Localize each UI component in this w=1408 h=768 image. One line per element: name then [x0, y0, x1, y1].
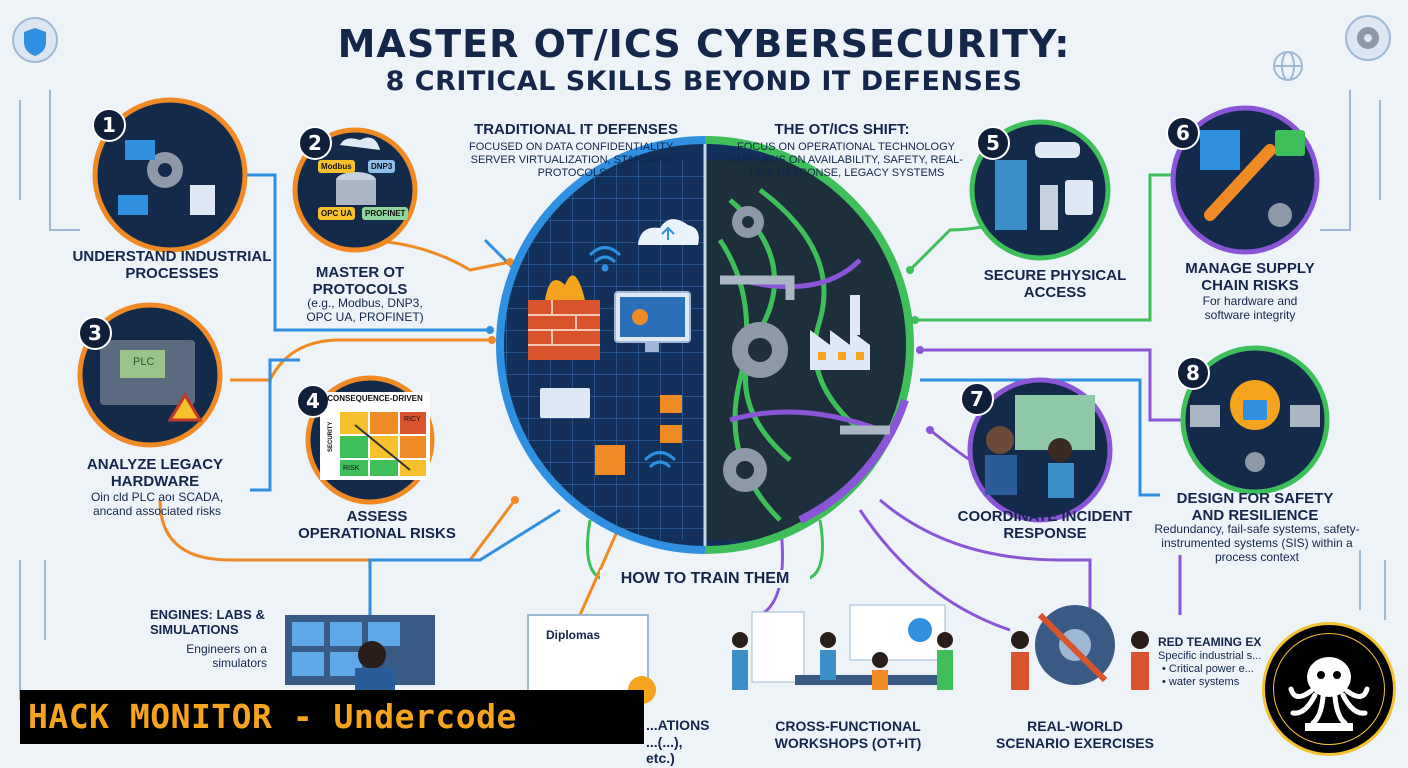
training-certs-title: ...ATIONS — [646, 717, 710, 733]
protocol-tag: OPC UA — [318, 207, 356, 220]
skill-4-title: ASSESS OPERATIONAL RISKS — [298, 508, 456, 542]
skill-6-icon — [1170, 105, 1320, 255]
plc-screen-label: PLC — [133, 356, 155, 368]
lock-icon — [1275, 130, 1305, 156]
it-heading: TRADITIONAL IT DEFENSES — [474, 121, 678, 138]
training-workshops-title: CROSS-FUNCTIONAL WORKSHOPS (OT+IT) — [774, 718, 922, 751]
hack-monitor-banner: HACK MONITOR - Undercode — [20, 690, 644, 744]
scenario-illustration — [1011, 605, 1149, 690]
training-redteam-bullet: • Critical power e... — [1162, 663, 1254, 675]
octopus-icon — [1288, 657, 1370, 731]
risk-card-low: RISK — [343, 465, 360, 472]
network-node-icon — [595, 445, 625, 475]
skill-7-title: COORDINATE INCIDENT RESPONSE — [957, 508, 1133, 542]
skill-4-badge: 4 — [296, 384, 330, 418]
ot-text: FOCUS ON OPERATIONAL TECHNOLOGY EMPHASIS… — [729, 141, 963, 179]
skill-2-sub: (e.g., Modbus, DNP3, OPC UA, PROFINET) — [306, 296, 424, 324]
risk-card-cell: RICY — [404, 416, 421, 423]
skill-8-badge: 8 — [1176, 356, 1210, 390]
ot-heading: THE OT/ICS SHIFT: — [774, 121, 910, 138]
globe-icon — [1273, 51, 1303, 81]
skill-8-sub: Redundancy, fail-safe systems, safety-in… — [1154, 522, 1360, 564]
skill-2-badge: 2 — [298, 126, 332, 160]
skill-1-badge: 1 — [92, 108, 126, 142]
training-redteam-bullet: • water systems — [1162, 676, 1240, 688]
risk-card-axis: SECURITY — [328, 421, 334, 452]
skill-6-title: MANAGE SUPPLY CHAIN RISKS — [1185, 260, 1315, 294]
skill-4-icon — [305, 375, 435, 505]
training-redteam-title: RED TEAMING EXERC... — [1158, 635, 1262, 649]
risk-card-title: CONSEQUENCE-DRIVEN — [327, 394, 423, 403]
training-labs-title: ENGINES: LABS & SIMULATIONS — [150, 607, 265, 637]
skill-3-badge: 3 — [78, 316, 112, 350]
skill-5-badge: 5 — [976, 126, 1010, 160]
page-subtitle: 8 CRITICAL SKILLS BEYOND IT DEFENSES — [385, 66, 1023, 97]
training-labs-sub: Engineers on a simulators — [186, 642, 267, 670]
skill-1-icon — [92, 97, 248, 253]
protocol-tag: DNP3 — [368, 160, 396, 173]
protocol-tag: PROFINET — [362, 207, 409, 220]
chain-icon — [1204, 144, 1276, 221]
skill-8-title: DESIGN FOR SAFETY AND RESILIENCE — [1176, 490, 1334, 524]
training-heading: HOW TO TRAIN THEM — [600, 570, 810, 588]
factory-icon — [810, 295, 870, 370]
cloud-icon — [638, 219, 699, 245]
workshop-illustration — [732, 604, 953, 690]
skill-5-icon — [969, 119, 1111, 261]
skill-2-title: MASTER OT PROTOCOLS — [312, 264, 408, 298]
skill-1-title: UNDERSTAND INDUSTRIAL PROCESSES — [72, 248, 272, 282]
skill-6-badge: 6 — [1166, 116, 1200, 150]
camera-icon — [1035, 142, 1080, 158]
shield-icon — [12, 17, 58, 63]
logo-ring — [1273, 633, 1385, 745]
skill-8-icon — [1180, 345, 1330, 495]
skill-7-badge: 7 — [960, 382, 994, 416]
gear-icon — [723, 206, 788, 492]
skill-6-sub: For hardware and software integrity — [1202, 294, 1298, 322]
skill-7-icon — [967, 377, 1113, 523]
skill-3-sub: Oin cld PLC aoı SCADA, ancand associated… — [90, 490, 224, 518]
monitor-icon — [614, 291, 691, 352]
page-title: MASTER OT/ICS CYBERSECURITY: — [337, 22, 1071, 66]
laptop-icon — [540, 388, 590, 418]
certificate-icon — [527, 614, 656, 704]
skill-3-title: ANALYZE LEGACY HARDWARE — [86, 456, 224, 490]
training-redteam-sub: Specific industrial s... — [1158, 650, 1262, 662]
certificate-label: Diplomas — [545, 628, 600, 642]
octopus-logo — [1262, 622, 1396, 756]
pipe-icon — [720, 275, 890, 435]
circuit-decoration — [19, 90, 1386, 700]
skill-3-icon — [77, 302, 223, 448]
gear-icon — [1345, 15, 1391, 61]
protocol-tag: Modbus — [318, 160, 355, 173]
firewall-icon — [528, 275, 600, 360]
training-certs-sub: ...(...), etc.) — [646, 734, 683, 766]
wifi-icon — [588, 246, 677, 469]
training-scenario-title: REAL-WORLD SCENARIO EXERCISES — [996, 718, 1154, 751]
labs-simulation-illustration — [285, 615, 435, 693]
skill-5-title: SECURE PHYSICAL ACCESS — [983, 267, 1127, 301]
it-text: FOCUSED ON DATA CONFIDENTIALITY, SERVER … — [469, 141, 675, 179]
